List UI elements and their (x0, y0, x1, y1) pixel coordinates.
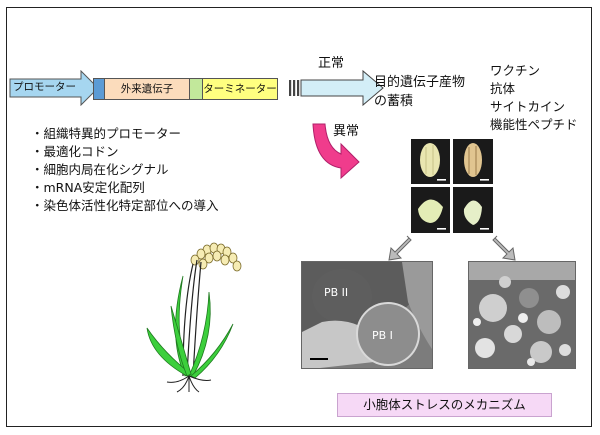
abnormal-pathway-arrow (312, 123, 360, 180)
foreign-gene-segment: 外来遺伝子 (104, 78, 190, 100)
product-item-vaccine: ワクチン (490, 63, 541, 78)
product-item-peptide: 機能性ペプチド (490, 117, 578, 132)
pb2-label: PB II (324, 286, 349, 299)
product-accumulation-line1: 目的遺伝子産物 (374, 75, 466, 90)
strategy-item-4: ・mRNA安定化配列 (31, 180, 145, 195)
strategy-item-5: ・染色体活性化特定部位への導入 (31, 198, 219, 213)
product-item-antibody: 抗体 (490, 81, 516, 96)
strategy-item-3: ・細胞内局在化シグナル (31, 162, 169, 177)
figure-frame: プロモーター 外来遺伝子 ターミネーター 正常 目的遺伝子産物 の蓄積 ワクチン… (6, 7, 592, 427)
rice-grain-photo-grid (411, 139, 493, 233)
micrograph-protein-bodies: PB II PB I (301, 261, 433, 369)
abnormal-label: 異常 (333, 124, 360, 139)
gray-down-arrow-right (492, 235, 516, 261)
promoter-label: プロモーター (13, 81, 76, 93)
normal-pathway-arrow (289, 69, 384, 107)
gray-down-arrow-left (388, 235, 412, 261)
promoter-arrow-shape (9, 70, 99, 106)
strategy-item-2: ・最適化コドン (31, 144, 119, 159)
pb1-label: PB I (372, 329, 393, 342)
micrograph-er-stress (468, 261, 576, 369)
terminator-segment: ターミネーター (202, 78, 278, 100)
rice-plant-illustration (146, 242, 242, 393)
micrograph-er-image (469, 262, 575, 368)
product-accumulation-line2: の蓄積 (374, 94, 414, 109)
rice-grain-images (411, 139, 493, 233)
product-item-cytokine: サイトカイン (490, 99, 566, 114)
green-spacer-segment (189, 78, 203, 100)
gene-construct: プロモーター 外来遺伝子 ターミネーター (7, 8, 591, 118)
strategy-item-1: ・組織特異的プロモーター (31, 126, 182, 141)
er-stress-caption: 小胞体ストレスのメカニズム (337, 393, 552, 417)
micrograph-image (302, 262, 432, 368)
normal-label: 正常 (318, 56, 345, 71)
